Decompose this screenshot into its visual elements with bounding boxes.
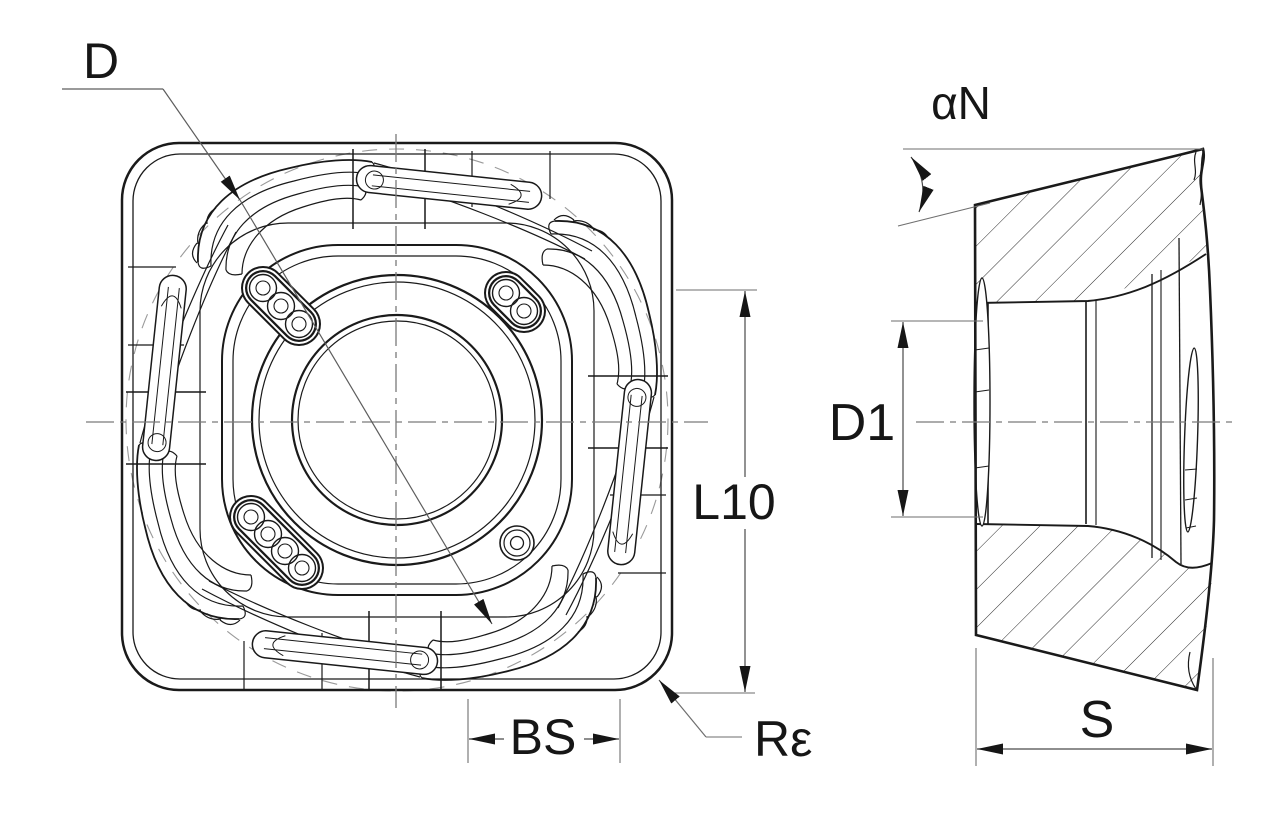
plateau-outer [221,244,573,596]
label-S: S [1080,691,1115,749]
centerlines [86,134,708,708]
label-L10: L10 [692,474,775,530]
side-view [916,147,1238,692]
dim-D [62,88,493,625]
inscribed-circle-dashed [125,148,669,692]
hole-circle-inner [297,320,497,520]
bore-top-edge [975,253,1207,304]
dim-S [975,648,1214,766]
insert-outline-inner [132,153,662,680]
index-mark-1dot [499,525,535,561]
hole-circle-outer [290,313,504,527]
side-slot-left [973,277,991,527]
dim-BS [467,699,621,763]
side-outline [973,147,1216,692]
index-mark-2dots [484,271,546,333]
section-hatch-top [975,149,1207,304]
label-BS: BS [510,709,577,765]
plateau-inner [232,255,562,585]
top-view [86,134,708,708]
label-alphaN: αN [931,77,991,129]
insert-outline-outer [120,141,674,692]
dim-Re [658,679,742,738]
land-contour [199,222,595,618]
dim-alphaN [897,148,1203,227]
label-Re: Rε [754,711,812,767]
dimensions: D L10 BS Rε αN [62,33,1214,767]
dim-L10 [668,289,757,694]
bore-bottom-edge [975,523,1213,569]
boss-circle-outer [250,273,544,567]
dim-D1 [891,320,983,518]
side-slot-right [1183,347,1199,533]
label-D1: D1 [829,394,895,452]
boss-circle-inner [258,281,536,559]
index-mark-3dots [241,266,321,346]
index-marks [229,266,546,590]
index-mark-4dots [229,495,324,590]
label-D: D [83,33,119,89]
